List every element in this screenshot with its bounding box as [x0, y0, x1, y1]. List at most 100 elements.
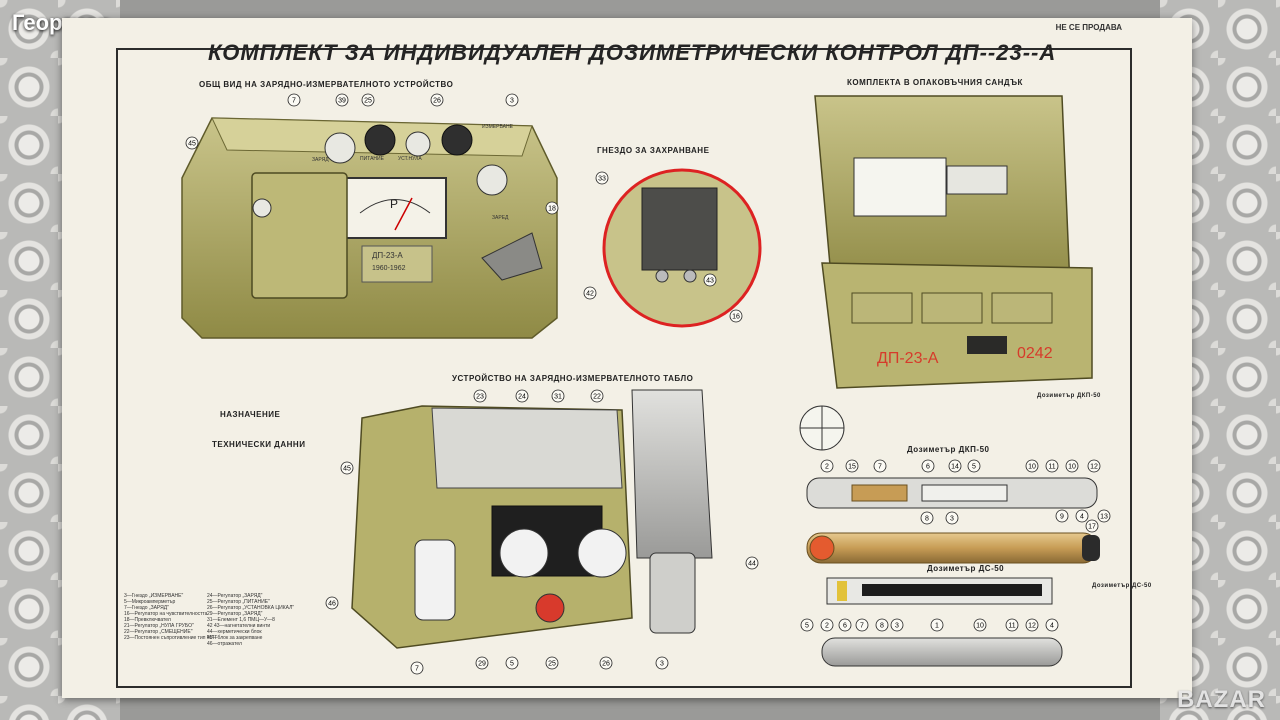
callout-number: 6 [926, 464, 930, 471]
callout-number: 10 [1028, 464, 1036, 471]
callout-circle [599, 656, 613, 670]
callout-number: 16 [732, 314, 740, 321]
panel-label-5: ЗАРЕД [492, 215, 509, 221]
callout-circle [875, 618, 889, 632]
callout-circle [921, 459, 935, 473]
callout-number: 46 [328, 601, 336, 608]
heading-general-view: ОБЩ ВИД НА ЗАРЯДНО-ИЗМЕРВАТЕЛНОТО УСТРОЙ… [199, 80, 454, 89]
case-marking: ДП-23-А [877, 350, 939, 367]
callout-number: 12 [1028, 623, 1036, 630]
callout-number: 2 [825, 623, 829, 630]
callout-number: 7 [878, 464, 882, 471]
callout-circle [655, 656, 669, 670]
callout-circle [973, 618, 987, 632]
callout-circle [845, 459, 859, 473]
callout-circle [1065, 459, 1079, 473]
callout-circle [703, 273, 717, 287]
callout-number: 29 [478, 661, 486, 668]
callout-circle [800, 618, 814, 632]
heading-technical-data: ТЕХНИЧЕСКИ ДАННИ [212, 440, 306, 449]
panel-label-1: ЗАРЯД [312, 157, 329, 163]
dkp50-drawing [806, 477, 1098, 509]
legend-left: 3—Гнездо „ИЗМЕРВАНЕ" 5—Микроамперметър 7… [124, 593, 218, 641]
not-for-sale-note: НЕ СЕ ПРОДАВА [1055, 23, 1122, 32]
callout-circle [1085, 519, 1099, 533]
callout-number: 45 [343, 466, 351, 473]
callout-number: 25 [364, 98, 372, 105]
case-number: 0242 [1017, 345, 1053, 362]
callout-number: 7 [860, 623, 864, 630]
callout-circle [595, 171, 609, 185]
callout-number: 2 [825, 464, 829, 471]
callout-circle [335, 93, 349, 107]
callout-circle [1005, 618, 1019, 632]
callout-number: 1 [935, 623, 939, 630]
heading-panel-structure: УСТРОЙСТВО НА ЗАРЯДНО-ИЗМЕРВАТЕЛНОТО ТАБ… [452, 374, 694, 383]
callout-number: 23 [476, 394, 484, 401]
callout-circle [545, 201, 559, 215]
callout-circle [820, 459, 834, 473]
ds50-tube-drawing [821, 637, 1063, 667]
callout-circle [545, 656, 559, 670]
callout-circle [948, 459, 962, 473]
callout-number: 8 [880, 623, 884, 630]
callout-circle [1087, 459, 1101, 473]
callout-circle [1045, 459, 1059, 473]
callout-circle [1055, 509, 1069, 523]
legend-right: 24—Регулатор „ЗАРЯД" 25—Регулатор „ПИТАН… [207, 593, 295, 647]
callout-number: 8 [925, 516, 929, 523]
callout-circle [287, 93, 301, 107]
callout-circle [1025, 618, 1039, 632]
callout-number: 26 [602, 661, 610, 668]
callout-circle [340, 461, 354, 475]
callout-number: 4 [1080, 514, 1084, 521]
callout-number: 25 [548, 661, 556, 668]
callout-circle [1025, 459, 1039, 473]
callout-number: 11 [1048, 464, 1055, 471]
poster-title: КОМПЛЕКТ ЗА ИНДИВИДУАЛЕН ДОЗИМЕТРИЧЕСКИ … [208, 40, 1057, 65]
callout-number: 44 [748, 561, 756, 568]
dkp50-tube-drawing [806, 532, 1100, 564]
callout-circle [551, 389, 565, 403]
panel-label-3: УСТ.НУЛА [398, 156, 422, 162]
callout-number: 33 [598, 176, 606, 183]
storage-slot-drawing [602, 168, 762, 328]
callout-number: 3 [950, 516, 954, 523]
callout-number: 18 [548, 206, 556, 213]
heading-kit-in-case: КОМПЛЕКТА В ОПАКОВЪЧНИЯ САНДЪК [847, 78, 1023, 87]
callout-number: 7 [292, 98, 296, 105]
callout-circle [583, 286, 597, 300]
callout-number: 7 [415, 666, 419, 673]
callout-circle [515, 389, 529, 403]
device-year: 1960-1962 [372, 265, 406, 272]
callout-circle [475, 656, 489, 670]
callout-number: 14 [951, 464, 959, 471]
callout-circle [1045, 618, 1059, 632]
callout-circle [590, 389, 604, 403]
callout-number: 6 [843, 623, 847, 630]
callout-circle [873, 459, 887, 473]
charger-device-drawing [181, 117, 558, 339]
callout-circle [820, 618, 834, 632]
callout-number: 15 [848, 464, 856, 471]
heading-ds50: Дозиметър ДС-50 [927, 564, 1005, 573]
poster-sheet: КОМПЛЕКТ ЗА ИНДИВИДУАЛЕН ДОЗИМЕТРИЧЕСКИ … [62, 18, 1192, 698]
callout-number: 9 [1060, 514, 1064, 521]
callout-circle [505, 656, 519, 670]
callout-circle [430, 93, 444, 107]
callout-circle [890, 618, 904, 632]
callout-number: 11 [1008, 623, 1015, 630]
callout-number: 5 [805, 623, 809, 630]
callout-number: 17 [1088, 524, 1096, 531]
callout-circle [473, 389, 487, 403]
callout-circle [745, 556, 759, 570]
callout-number: 26 [433, 98, 441, 105]
callout-circle [855, 618, 869, 632]
callout-number: 12 [1090, 464, 1098, 471]
callout-circle [945, 511, 959, 525]
callout-circle [410, 661, 424, 675]
callout-circle [361, 93, 375, 107]
legend-ds50-title: Дозиметър ДС-50 [1092, 583, 1152, 589]
callout-number: 3 [895, 623, 899, 630]
callout-circle [838, 618, 852, 632]
